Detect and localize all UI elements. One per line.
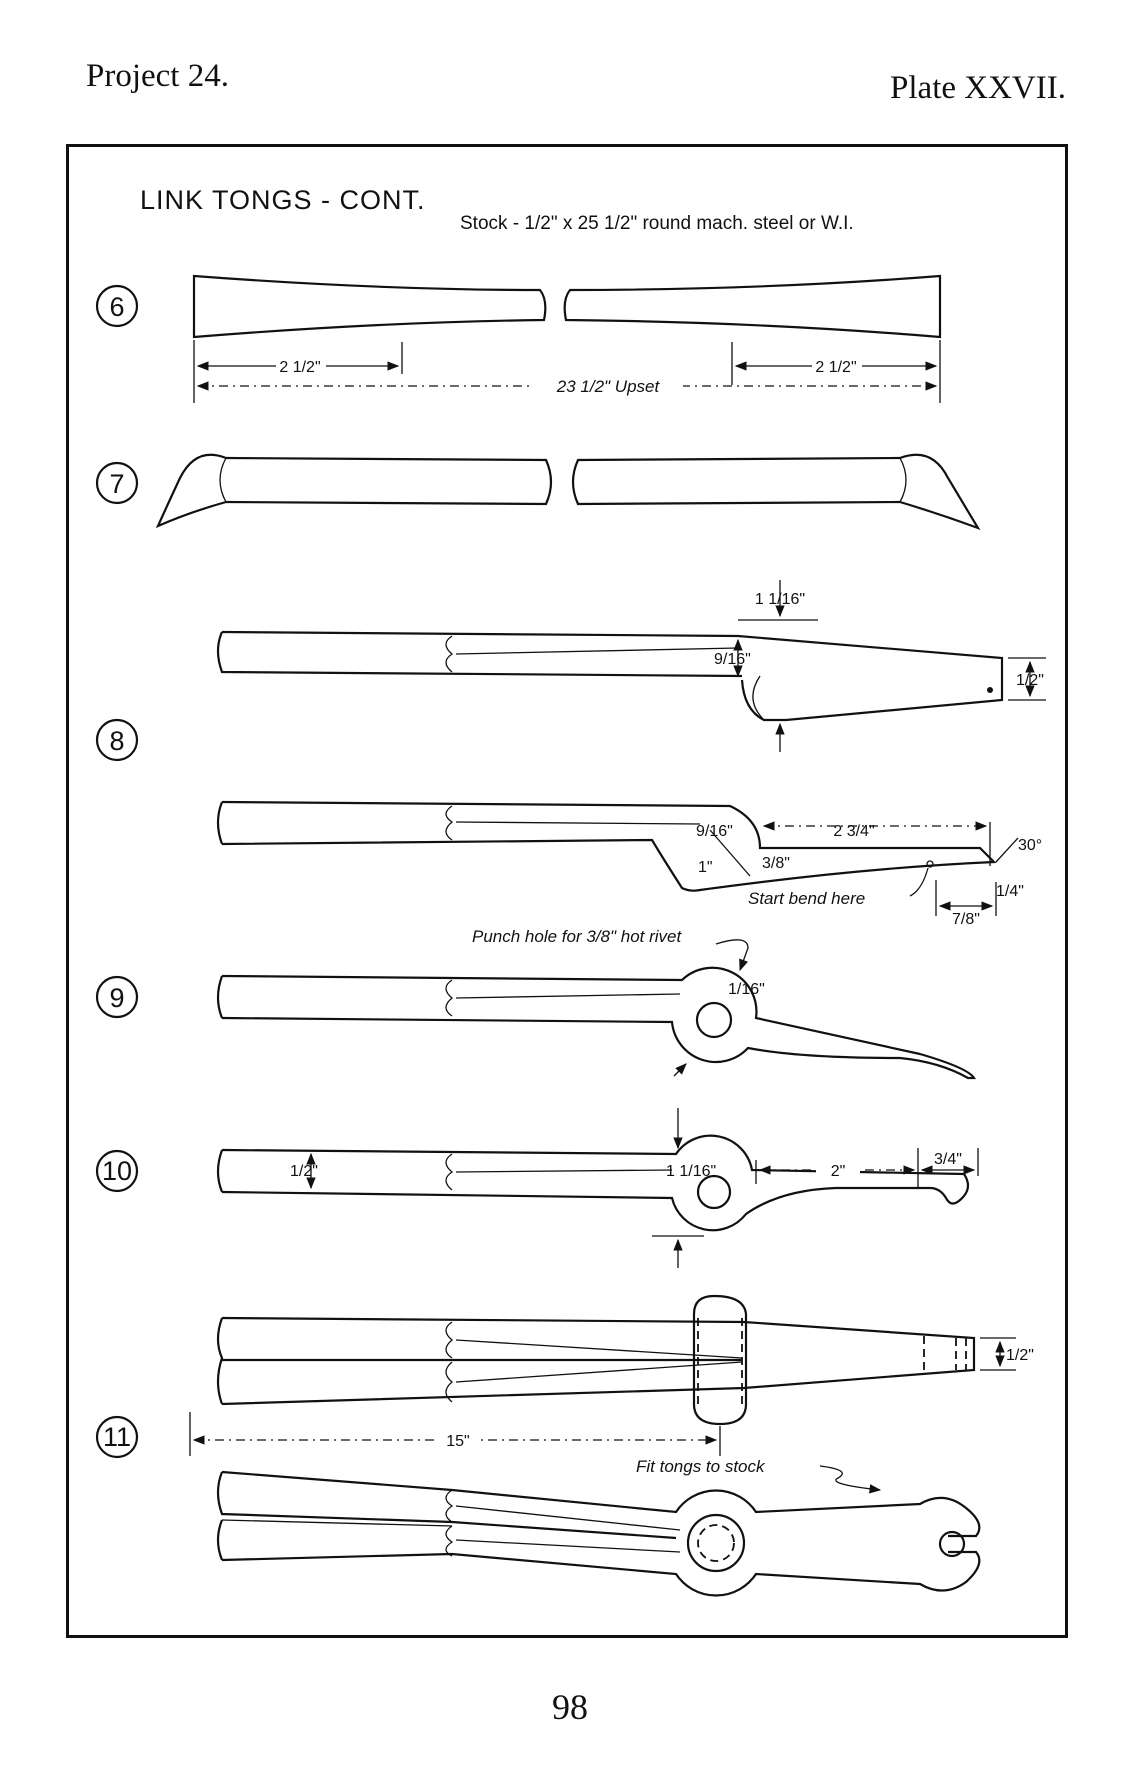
step-6-dim-overall: 23 1/2" Upset bbox=[556, 377, 661, 396]
step-8-dim-tip: 1/2" bbox=[1016, 672, 1044, 689]
step-11-dim-length: 15" bbox=[446, 1433, 469, 1450]
step-11-side-view bbox=[189, 1294, 1016, 1456]
step-9-marker: 9 bbox=[95, 975, 139, 1019]
step-9-jaw bbox=[216, 939, 976, 1080]
plate-heading: Plate XXVII. bbox=[890, 70, 1066, 106]
svg-text:10: 10 bbox=[102, 1156, 132, 1186]
step-8-dim-tip-thick: 1/4" bbox=[996, 883, 1024, 900]
step-7-marker: 7 bbox=[95, 461, 139, 505]
step-10-dim-jaw: 2" bbox=[831, 1163, 846, 1180]
svg-text:11: 11 bbox=[103, 1422, 131, 1452]
step-10-marker: 10 bbox=[95, 1149, 139, 1193]
svg-text:8: 8 bbox=[109, 726, 124, 756]
step-8-dim-tip-len: 7/8" bbox=[952, 911, 980, 928]
step-8-marker: 8 bbox=[95, 718, 139, 762]
step-11-dim-tip: 1/2" bbox=[1006, 1347, 1034, 1364]
step-10-dim-eye: 1 1/16" bbox=[666, 1163, 716, 1180]
step-6-bar bbox=[192, 274, 942, 403]
step-8-dim-shoulder: 3/8" bbox=[762, 855, 790, 872]
step-11-note-fit: Fit tongs to stock bbox=[636, 1457, 766, 1476]
step-10-dim-stock: 1/2" bbox=[290, 1163, 318, 1180]
step-9-dim-wall: 1/16" bbox=[728, 981, 765, 998]
step-8-dim-jaw-depth: 9/16" bbox=[714, 651, 751, 668]
step-8-dim-top: 1 1/16" bbox=[755, 591, 805, 608]
plate-border bbox=[66, 144, 1068, 1638]
step-7-bar bbox=[155, 453, 981, 531]
svg-text:7: 7 bbox=[109, 469, 124, 499]
step-8-dim-throat: 9/16" bbox=[696, 823, 733, 840]
svg-text:9: 9 bbox=[109, 983, 124, 1013]
drawing-title: LINK TONGS - CONT. bbox=[140, 185, 426, 215]
step-11-marker: 11 bbox=[95, 1415, 139, 1459]
step-9-note-rivet: Punch hole for 3/8" hot rivet bbox=[472, 927, 682, 946]
project-heading: Project 24. bbox=[86, 58, 229, 94]
step-10-dim-tip: 3/4" bbox=[934, 1151, 962, 1168]
svg-text:6: 6 bbox=[109, 292, 124, 322]
stock-note: Stock - 1/2" x 25 1/2" round mach. steel… bbox=[460, 213, 854, 234]
step-8-jaw-top bbox=[216, 580, 1046, 752]
step-8-note-bend: Start bend here bbox=[748, 889, 865, 908]
page-number: 98 bbox=[552, 1687, 588, 1727]
step-8-jaw-bottom bbox=[216, 800, 1019, 916]
step-6-marker: 6 bbox=[95, 284, 139, 328]
step-11-top-view bbox=[216, 1465, 981, 1597]
step-8-dim-length: 2 3/4" bbox=[833, 823, 874, 840]
step-6-dim-right: 2 1/2" bbox=[815, 359, 856, 376]
step-8-dim-bend: 1" bbox=[698, 859, 713, 876]
step-6-dim-left: 2 1/2" bbox=[279, 359, 320, 376]
step-8-dim-angle: 30° bbox=[1018, 837, 1042, 854]
step-10-jaw bbox=[216, 1108, 979, 1268]
